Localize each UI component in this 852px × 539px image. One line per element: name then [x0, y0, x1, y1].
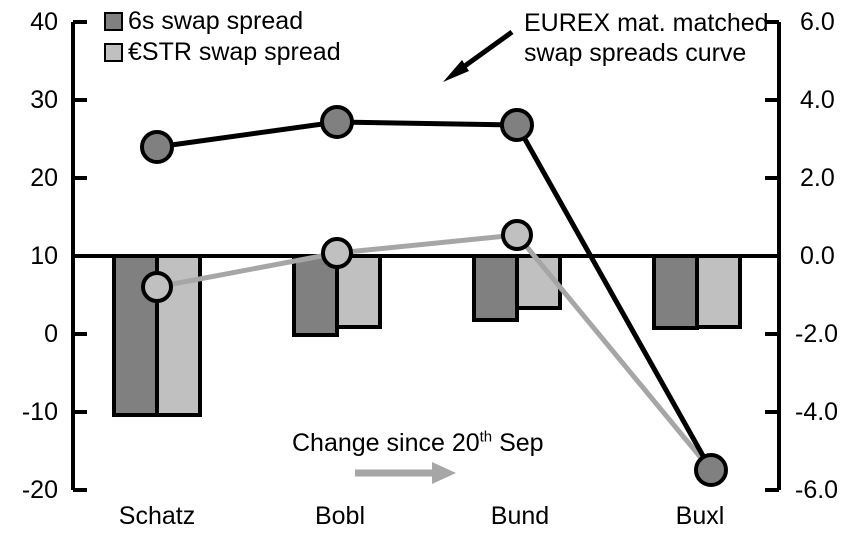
bar-6s-buxl — [652, 254, 699, 330]
bar-estr-buxl — [695, 254, 742, 329]
legend-item-estr-swap-spread: €STR swap spread — [104, 37, 341, 68]
legend-swatch-estr-swap-spread — [104, 43, 123, 62]
annotation-change-suffix: Sep — [492, 429, 544, 457]
y-axis-right-tick-4: 4.0 — [800, 86, 835, 114]
marker-eurex-bund — [500, 108, 534, 142]
annotation-eurex-line2: swap spreads curve — [524, 39, 747, 67]
line-eurex-swap-spreads — [156, 119, 714, 472]
annotation-change-superscript: th — [479, 428, 493, 446]
y-axis-left-tick-10: 10 — [30, 242, 58, 270]
legend-item-6s-swap-spread: 6s swap spread — [104, 6, 341, 37]
line-change-since-sep — [156, 232, 713, 472]
x-axis-label-bobl: Bobl — [314, 502, 366, 530]
annotation-change-prefix: Change since 20 — [292, 429, 480, 457]
annotation-eurex-line1: EUREX mat. matched — [524, 9, 769, 37]
y-axis-right-tick-2: 2.0 — [800, 164, 835, 192]
y-axis-right-tick-6: 6.0 — [800, 8, 835, 36]
x-axis-label-schatz: Schatz — [118, 502, 196, 530]
marker-change-bobl — [321, 237, 353, 269]
bar-6s-bobl — [292, 254, 339, 337]
marker-eurex-bobl — [320, 105, 354, 139]
y-axis-left-tick-20: 20 — [30, 164, 58, 192]
marker-eurex-buxl — [694, 453, 728, 487]
y-axis-left-tick-neg20: -20 — [21, 476, 58, 504]
y-axis-left-tick-30: 30 — [30, 86, 58, 114]
legend-label-6s-swap-spread: 6s swap spread — [128, 7, 304, 35]
y-axis-left-tick-neg10: -10 — [21, 398, 58, 426]
chart-legend: 6s swap spread €STR swap spread — [104, 6, 341, 68]
y-axis-left-tick-40: 40 — [30, 8, 58, 36]
marker-change-schatz — [141, 271, 173, 303]
callout-arrow-eurex-icon — [443, 29, 514, 82]
marker-eurex-schatz — [140, 130, 174, 164]
y-axis-right-tick-neg4: -4.0 — [795, 398, 839, 426]
annotation-change-since: Change since 20th Sep — [292, 428, 544, 458]
x-axis-label-bund: Bund — [490, 502, 550, 530]
y-axis-right-tick-neg2: -2.0 — [795, 320, 839, 348]
annotation-eurex-callout: EUREX mat. matched swap spreads curve — [524, 8, 769, 68]
marker-change-bund — [501, 219, 533, 251]
y-axis-right-tick-0: 0.0 — [800, 242, 835, 270]
callout-arrow-change-icon — [355, 462, 456, 484]
y-axis-right-tick-neg6: -6.0 — [795, 476, 839, 504]
x-axis-label-buxl: Buxl — [675, 502, 725, 530]
bar-estr-bobl — [335, 254, 382, 329]
legend-label-estr-swap-spread: €STR swap spread — [128, 38, 341, 66]
y-axis-left-tick-0: 0 — [44, 320, 58, 348]
legend-swatch-6s-swap-spread — [104, 12, 123, 31]
bar-6s-bund — [472, 254, 519, 322]
